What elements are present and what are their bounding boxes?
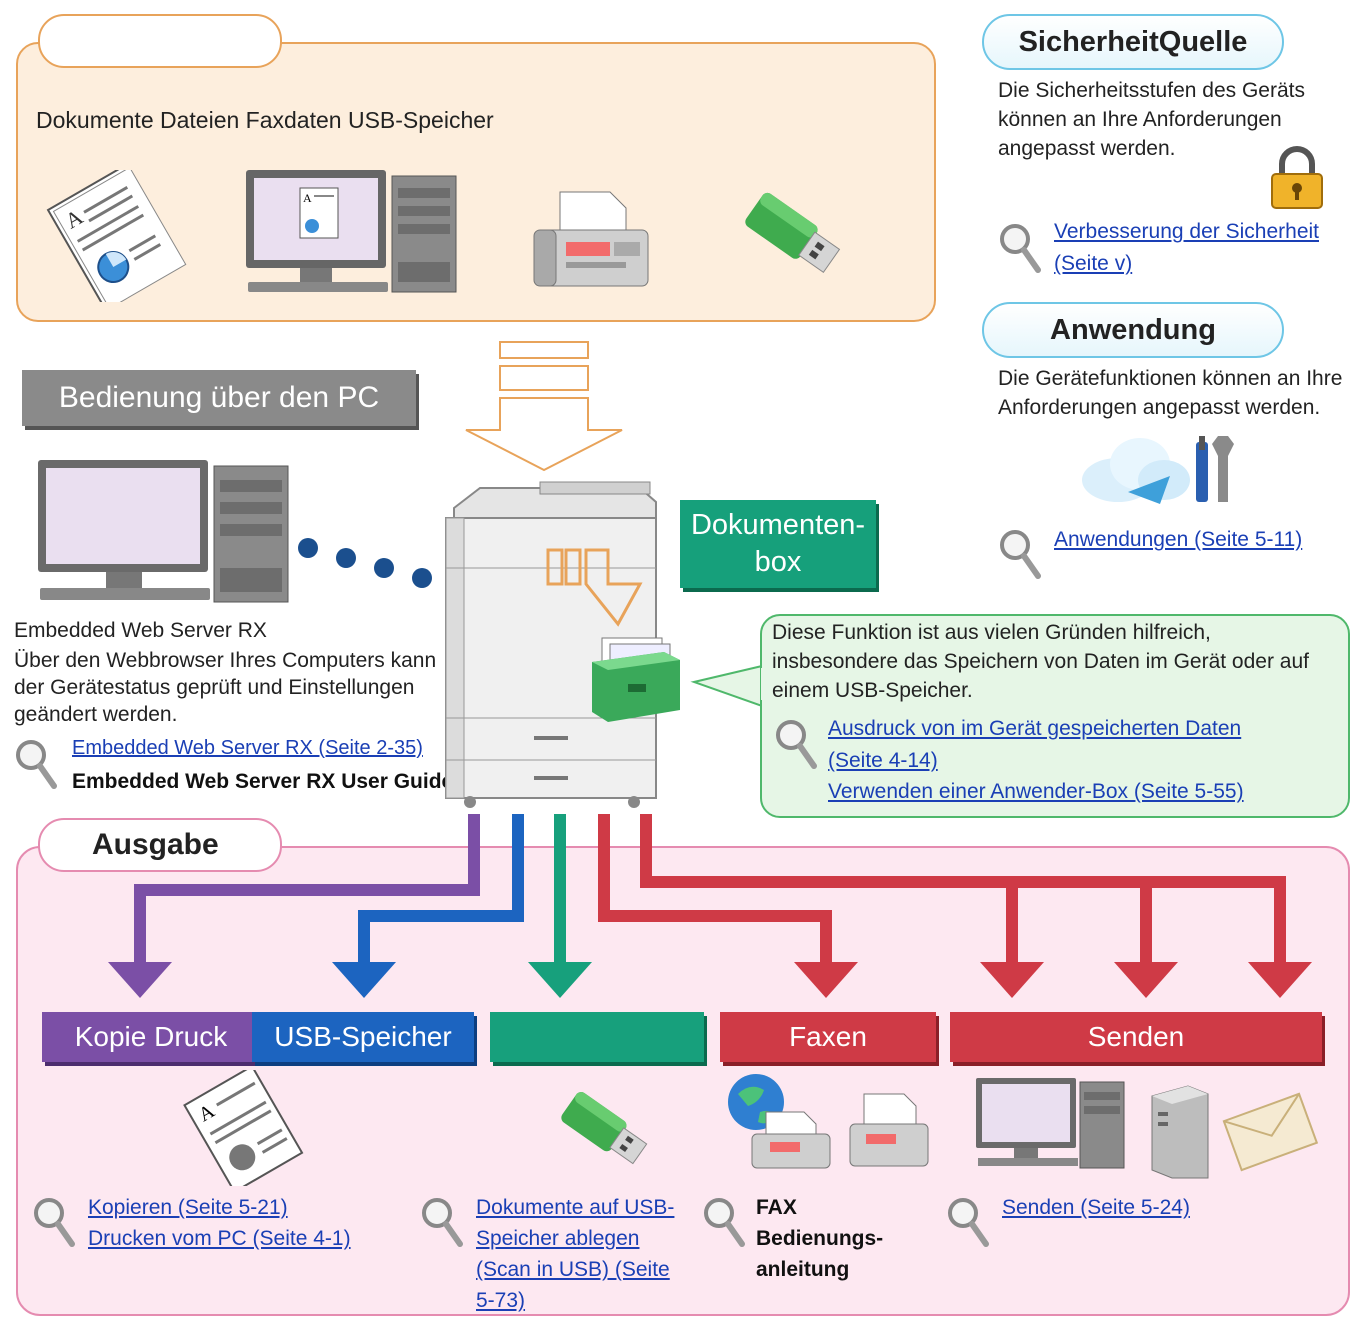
connection-dots — [298, 538, 432, 588]
output-arrows — [108, 814, 1312, 998]
security-link-page[interactable]: (Seite v) — [1054, 252, 1133, 275]
category-usb: USB-Speicher — [252, 1012, 474, 1062]
document-box-info — [760, 614, 1350, 818]
usb-stick-icon — [561, 1092, 648, 1165]
usb-link-line2[interactable]: Speicher ablegen — [476, 1227, 640, 1250]
magnifier-icon — [422, 1198, 463, 1247]
input-panel-tab — [38, 14, 282, 68]
fax-guide-line2: Bedienungs- — [756, 1227, 884, 1250]
category-fax: Faxen — [720, 1012, 936, 1062]
document-box-label-line2: box — [754, 546, 802, 578]
security-link[interactable]: Verbesserung der Sicherheit — [1054, 220, 1319, 243]
output-title: Ausgabe — [38, 818, 282, 872]
magnifier-icon — [704, 1198, 745, 1247]
computer-icon — [38, 460, 289, 603]
document-icon: A — [46, 170, 187, 302]
ews-description: Über den Webbrowser Ihres Computers kann… — [14, 649, 437, 726]
document-icon: A — [183, 1070, 304, 1186]
globe-fax-icon — [728, 1074, 831, 1169]
fax-guide-line3: anleitung — [756, 1258, 850, 1281]
security-description: Die Sicherheitsstufen des Geräts können … — [998, 79, 1305, 160]
fax-icon — [849, 1093, 929, 1167]
magnifier-icon — [776, 720, 817, 769]
usb-link-line1[interactable]: Dokumente auf USB- — [476, 1196, 675, 1219]
ews-link[interactable]: Embedded Web Server RX (Seite 2-35) — [72, 737, 423, 759]
document-box-label-line1: Dokumenten- — [690, 509, 866, 541]
fax-guide-line1: FAX — [756, 1196, 797, 1219]
send-link[interactable]: Senden (Seite 5-24) — [1002, 1196, 1190, 1219]
document-box-description: Diese Funktion ist aus vielen Gründen hi… — [772, 621, 1309, 702]
fax-guide: FAX Bedienungs- anleitung — [756, 1192, 883, 1285]
document-box-label: Dokumenten- box — [680, 500, 876, 588]
ews-heading: Embedded Web Server RX — [14, 619, 267, 642]
input-panel — [16, 42, 936, 322]
security-title: SicherheitQuelle — [982, 14, 1284, 70]
category-document-box — [490, 1012, 704, 1062]
padlock-icon — [1271, 146, 1323, 209]
document-box-link1[interactable]: Ausdruck von im Gerät gespeicherten Date… — [828, 717, 1242, 740]
application-description: Die Gerätefunktionen können an Ihre Anfo… — [998, 367, 1343, 419]
ews-guide: Embedded Web Server RX User Guide — [72, 770, 454, 793]
input-heading: Dokumente Dateien Faxdaten USB-Speicher — [36, 107, 494, 133]
document-box-link1-page[interactable]: (Seite 4-14) — [828, 749, 938, 772]
svg-text:A: A — [303, 191, 312, 205]
usb-link-line4[interactable]: 5-73) — [476, 1289, 526, 1312]
magnifier-icon — [34, 1198, 75, 1247]
file-box-icon — [592, 637, 680, 722]
bubble-pointer-mask — [761, 668, 765, 700]
usb-link-line3[interactable]: (Scan in USB) (Seite — [476, 1258, 670, 1281]
copy-link[interactable]: Kopieren (Seite 5-21) — [88, 1196, 288, 1219]
application-title: Anwendung — [982, 302, 1284, 358]
magnifier-icon — [948, 1198, 989, 1247]
computer-icon — [976, 1078, 1125, 1169]
magnifier-icon — [1000, 530, 1041, 579]
computer-icon: A — [246, 170, 457, 293]
bubble-pointer — [690, 664, 763, 708]
fax-icon — [533, 191, 649, 287]
category-copy-print: Kopie Druck — [42, 1012, 260, 1062]
application-link[interactable]: Anwendungen (Seite 5-11) — [1054, 528, 1303, 551]
magnifier-icon — [1000, 224, 1041, 273]
usb-stick-icon — [745, 192, 841, 273]
cloud-tools-icon — [1082, 436, 1234, 504]
category-send: Senden — [950, 1012, 1322, 1062]
server-icon — [1151, 1085, 1209, 1179]
envelope-icon — [1222, 1092, 1318, 1172]
pc-operation-banner: Bedienung über den PC — [22, 370, 416, 426]
input-arrow — [465, 341, 623, 472]
print-link[interactable]: Drucken vom PC (Seite 4-1) — [88, 1227, 351, 1250]
document-box-link2[interactable]: Verwenden einer Anwender-Box (Seite 5-55… — [828, 780, 1244, 803]
magnifier-icon — [16, 740, 57, 789]
